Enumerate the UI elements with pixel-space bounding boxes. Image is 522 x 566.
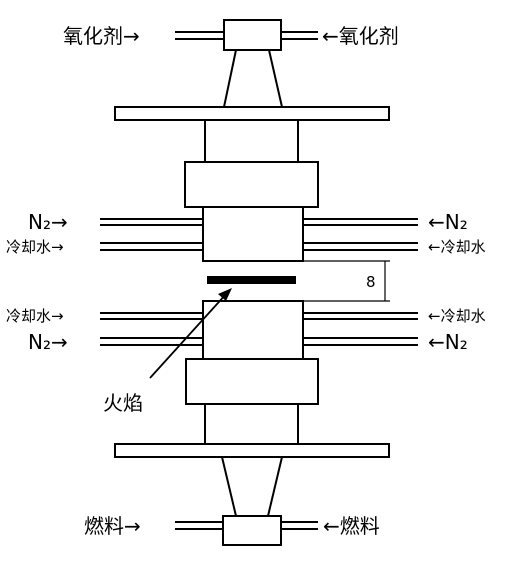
- fuel-connector-box: [222, 515, 282, 546]
- oxidizer-taper-right: [268, 49, 283, 108]
- coolant-label-lower-left: 冷却水→: [6, 307, 64, 325]
- coolant-label-upper-right: ←冷却水: [428, 238, 486, 256]
- oxidizer-connector-box: [223, 19, 282, 51]
- lower-burner-body: [204, 403, 299, 445]
- fuel-taper-right: [267, 456, 283, 517]
- upper-burner-flange: [184, 161, 319, 208]
- coolant-label-upper-left: 冷却水→: [6, 238, 64, 256]
- gap-dimension-label: 8: [366, 273, 376, 291]
- fuel-label-left: 燃料→: [84, 514, 141, 538]
- lower-nozzle: [202, 300, 304, 360]
- fuel-label-right: ←燃料: [323, 514, 380, 538]
- oxidizer-taper-left: [223, 49, 237, 108]
- flame-leader-arrowhead: [218, 288, 232, 301]
- upper-mounting-plate: [114, 106, 390, 121]
- fuel-taper-left: [221, 456, 237, 517]
- upper-nozzle: [202, 206, 304, 262]
- lower-mounting-plate: [114, 443, 390, 458]
- flame-sheet: [207, 276, 296, 284]
- n2-label-upper-left: N₂→: [28, 210, 68, 234]
- n2-label-lower-left: N₂→: [28, 330, 68, 354]
- flame-leader-line: [149, 292, 228, 379]
- coolant-label-lower-right: ←冷却水: [428, 307, 486, 325]
- n2-label-lower-right: ←N₂: [428, 330, 468, 354]
- oxidizer-label-left: 氧化剂→: [63, 24, 140, 48]
- upper-burner-body: [204, 119, 299, 163]
- lower-burner-flange: [185, 358, 319, 405]
- oxidizer-label-right: ←氧化剂: [322, 24, 399, 48]
- n2-label-upper-right: ←N₂: [428, 210, 468, 234]
- flame-label: 火焰: [103, 391, 143, 415]
